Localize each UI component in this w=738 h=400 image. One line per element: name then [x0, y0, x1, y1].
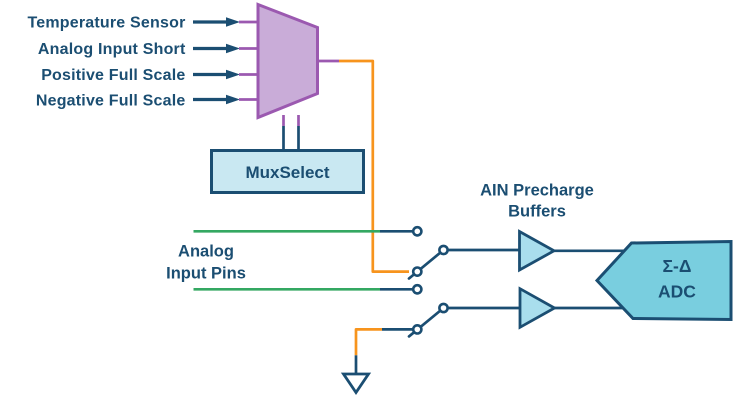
analog-input-pins-label-line2: Input Pins [166, 265, 246, 283]
adc-label-line1: Σ-Δ [663, 256, 692, 276]
ground-route-wire [354, 328, 382, 356]
input-arrow-icon [193, 17, 240, 27]
switch-2-contact-ground [411, 323, 423, 335]
mux-select-box [210, 149, 365, 194]
mux-input-label-analog-input-short: Analog Input Short [38, 41, 186, 58]
switch-1-pole [438, 244, 449, 256]
adc-label-line2: ADC [658, 282, 696, 302]
precharge-buffers-label-line1: AIN Precharge [480, 182, 594, 200]
ground-symbol-icon [340, 355, 372, 396]
mux-input-label-negative-full-scale: Negative Full Scale [36, 93, 186, 110]
analog-input-pins-label-line1: Analog [178, 243, 234, 261]
precharge-buffers-label-line2: Buffers [508, 203, 566, 221]
adc-shape [594, 239, 733, 322]
switch-2-pole [438, 302, 449, 314]
input-arrow-icon [193, 94, 240, 105]
input-arrow-icon [193, 43, 240, 54]
mux-output-route-wire [339, 59, 409, 273]
mux-shape [256, 2, 319, 120]
switch-1-contact-ain [411, 225, 423, 237]
switch-1-contact-mux [411, 266, 423, 277]
precharge-buffer-2-shape [518, 286, 558, 330]
mux-input-label-positive-full-scale: Positive Full Scale [41, 67, 185, 84]
mux-select-label: MuxSelect [245, 163, 329, 182]
precharge-buffer-1-shape [518, 229, 557, 273]
mux-input-label-temperature-sensor: Temperature Sensor [27, 15, 185, 32]
input-arrow-icon [193, 69, 240, 80]
switch-2-contact-ain [411, 283, 423, 295]
